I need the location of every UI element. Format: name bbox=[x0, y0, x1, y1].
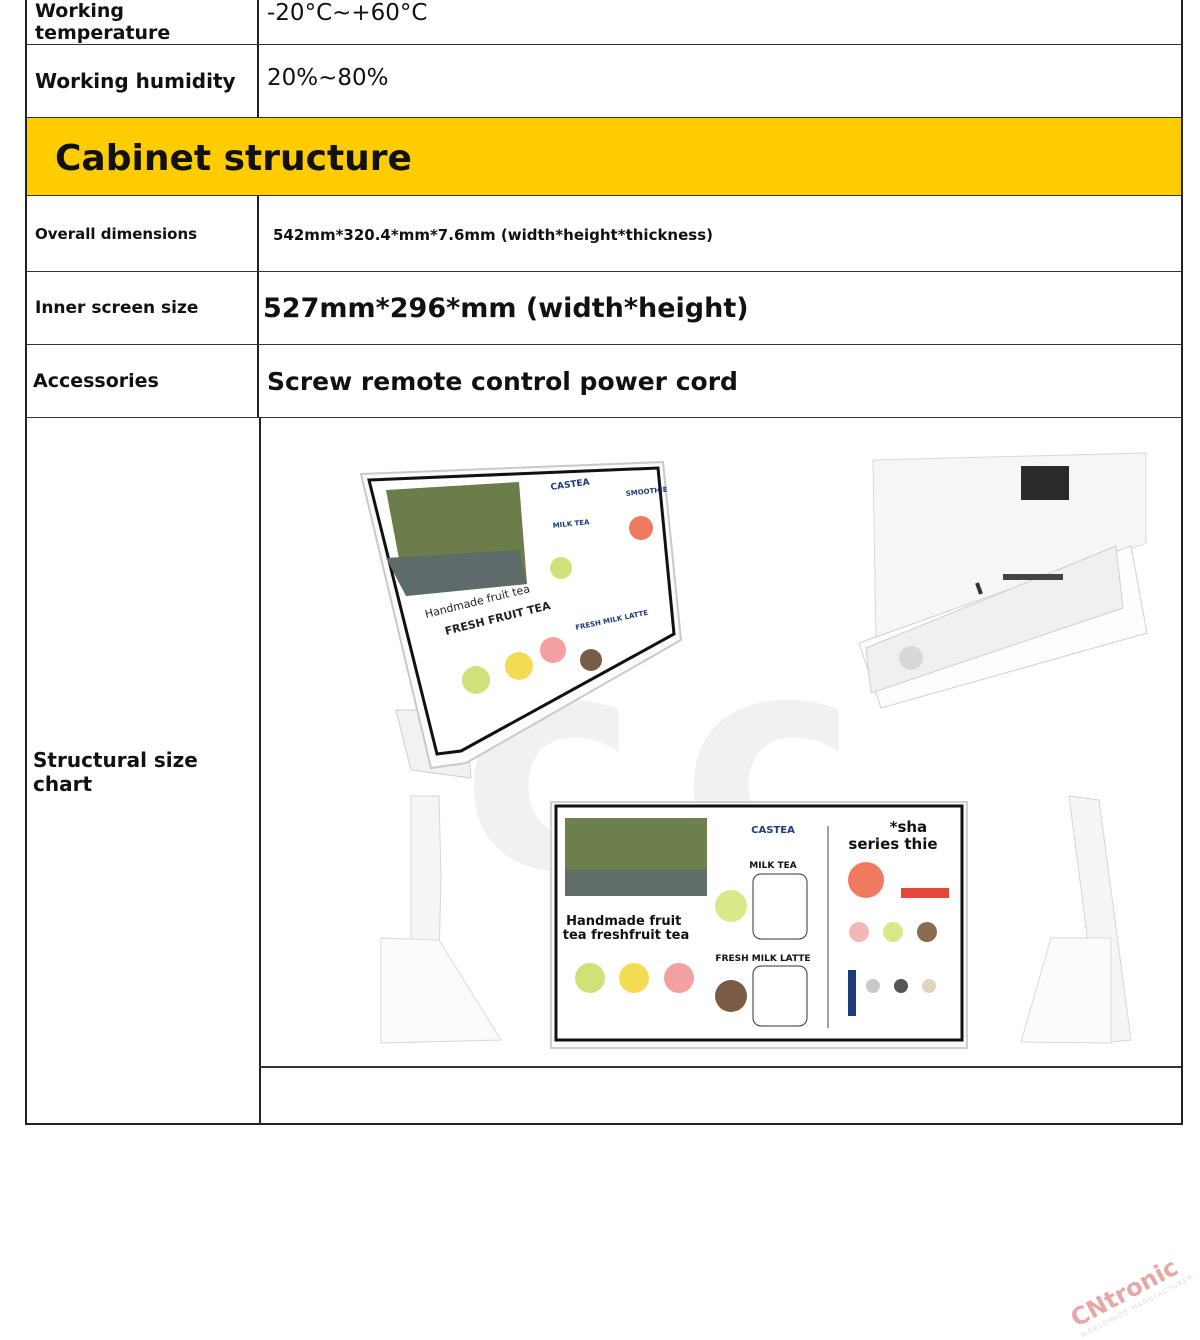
column-divider bbox=[259, 418, 261, 1125]
drink-cup bbox=[715, 890, 747, 922]
latte-price-list bbox=[752, 965, 808, 1027]
spec-table: Working temperature -20°C~+60°C Working … bbox=[25, 0, 1183, 1125]
row-accessories: Accessories Screw remote control power c… bbox=[27, 345, 1181, 418]
front-flat-view: Handmade fruit tea freshfruit tea CASTEA… bbox=[550, 801, 968, 1049]
rear-monitor-view bbox=[858, 452, 1148, 709]
drink-cup bbox=[540, 637, 566, 663]
front-brand-label: CASTEA bbox=[751, 825, 795, 836]
brand-watermark: CNtronic WORLDWIDE MANUFACTURER bbox=[1066, 1248, 1195, 1340]
row-overall-dimensions: Overall dimensions 542mm*320.4*mm*7.6mm … bbox=[27, 196, 1181, 272]
front-handmade-text: Handmade fruit tea freshfruit tea bbox=[563, 914, 690, 943]
drink-cup bbox=[883, 922, 903, 942]
label-cell: Structural size chart bbox=[27, 418, 259, 1125]
figure-bottom-line bbox=[259, 1066, 1181, 1068]
angled-milk-tea-label: MILK TEA bbox=[552, 518, 590, 530]
drink-cup bbox=[664, 963, 694, 993]
drink-cup bbox=[619, 963, 649, 993]
working-humidity-value: 20%~80% bbox=[267, 65, 389, 91]
drink-cup bbox=[917, 922, 937, 942]
label-cell: Overall dimensions bbox=[27, 196, 259, 271]
overall-dimensions-value: 542mm*320.4*mm*7.6mm (width*height*thick… bbox=[273, 226, 713, 244]
antenna-icon bbox=[975, 582, 983, 595]
rear-panel bbox=[872, 452, 1147, 647]
rear-label-plate bbox=[1021, 466, 1069, 500]
front-sha-text: *sha series thie bbox=[848, 818, 937, 853]
drink-cup bbox=[575, 963, 605, 993]
working-temperature-value: -20°C~+60°C bbox=[267, 0, 428, 26]
handmade-line: Handmade fruit bbox=[566, 914, 681, 929]
overall-dimensions-label: Overall dimensions bbox=[35, 224, 198, 243]
drink-cup bbox=[462, 666, 490, 694]
working-humidity-label: Working humidity bbox=[35, 69, 236, 93]
topping-icon bbox=[894, 979, 908, 993]
drink-cup bbox=[505, 652, 533, 680]
handmade-line: tea freshfruit tea bbox=[563, 928, 690, 943]
front-latte-label: FRESH MILK LATTE bbox=[715, 954, 810, 964]
value-cell: 542mm*320.4*mm*7.6mm (width*height*thick… bbox=[259, 196, 1181, 271]
milk-tea-price-list bbox=[752, 873, 808, 940]
working-temperature-label: Working temperature bbox=[35, 0, 171, 44]
label-cell: Inner screen size bbox=[27, 272, 259, 344]
value-cell: -20°C~+60°C bbox=[259, 0, 1181, 44]
left-side-view bbox=[380, 795, 502, 1044]
topping-icon bbox=[866, 979, 880, 993]
label-cell: Working humidity bbox=[27, 45, 259, 117]
accessories-label: Accessories bbox=[33, 370, 159, 392]
toppings-tag bbox=[848, 970, 856, 1016]
front-photo-rocks bbox=[565, 870, 707, 896]
row-structural-size-chart: Structural size chart bbox=[27, 418, 1181, 1125]
rear-ports bbox=[1003, 574, 1063, 580]
row-working-humidity: Working humidity 20%~80% bbox=[27, 45, 1181, 118]
front-milk-tea-label: MILK TEA bbox=[749, 861, 796, 871]
drink-cup bbox=[580, 649, 602, 671]
row-inner-screen-size: Inner screen size 527mm*296*mm (width*he… bbox=[27, 272, 1181, 345]
value-cell: Screw remote control power cord bbox=[259, 345, 1181, 417]
section-title: Cabinet structure bbox=[55, 138, 412, 179]
drink-cup bbox=[849, 922, 869, 942]
inner-screen-size-value: 527mm*296*mm (width*height) bbox=[263, 292, 749, 324]
label-cell: Accessories bbox=[27, 345, 259, 417]
value-cell: 527mm*296*mm (width*height) bbox=[259, 272, 1181, 344]
sha-line: series thie bbox=[848, 835, 937, 853]
topping-icon bbox=[922, 979, 936, 993]
promo-tag bbox=[901, 888, 949, 898]
side-stand bbox=[380, 937, 502, 1044]
screen-photo-rocks bbox=[386, 550, 527, 596]
accessories-value: Screw remote control power cord bbox=[267, 366, 738, 396]
drink-cup bbox=[550, 557, 572, 579]
speaker-grille-icon bbox=[899, 646, 923, 670]
right-side-view bbox=[1020, 795, 1132, 1044]
drink-cup bbox=[715, 980, 747, 1012]
label-cell: Working temperature bbox=[27, 0, 259, 44]
row-working-temperature: Working temperature -20°C~+60°C bbox=[27, 0, 1181, 45]
angled-front-monitor: Handmade fruit tea FRESH FRUIT TEA CASTE… bbox=[359, 460, 683, 779]
structural-size-chart-label: Structural size chart bbox=[33, 747, 198, 796]
drink-cup bbox=[629, 516, 653, 540]
product-figure: c c Handmade fruit tea FRESH FRUIT TEA C… bbox=[261, 418, 1183, 1066]
drink-cup bbox=[848, 862, 884, 898]
value-cell: 20%~80% bbox=[259, 45, 1181, 117]
product-views-illustration: c c Handmade fruit tea FRESH FRUIT TEA C… bbox=[359, 452, 1148, 1049]
inner-screen-size-label: Inner screen size bbox=[35, 298, 199, 318]
side-stand bbox=[1020, 937, 1112, 1044]
section-banner: Cabinet structure bbox=[27, 118, 1181, 196]
sha-line: *sha bbox=[890, 818, 928, 836]
